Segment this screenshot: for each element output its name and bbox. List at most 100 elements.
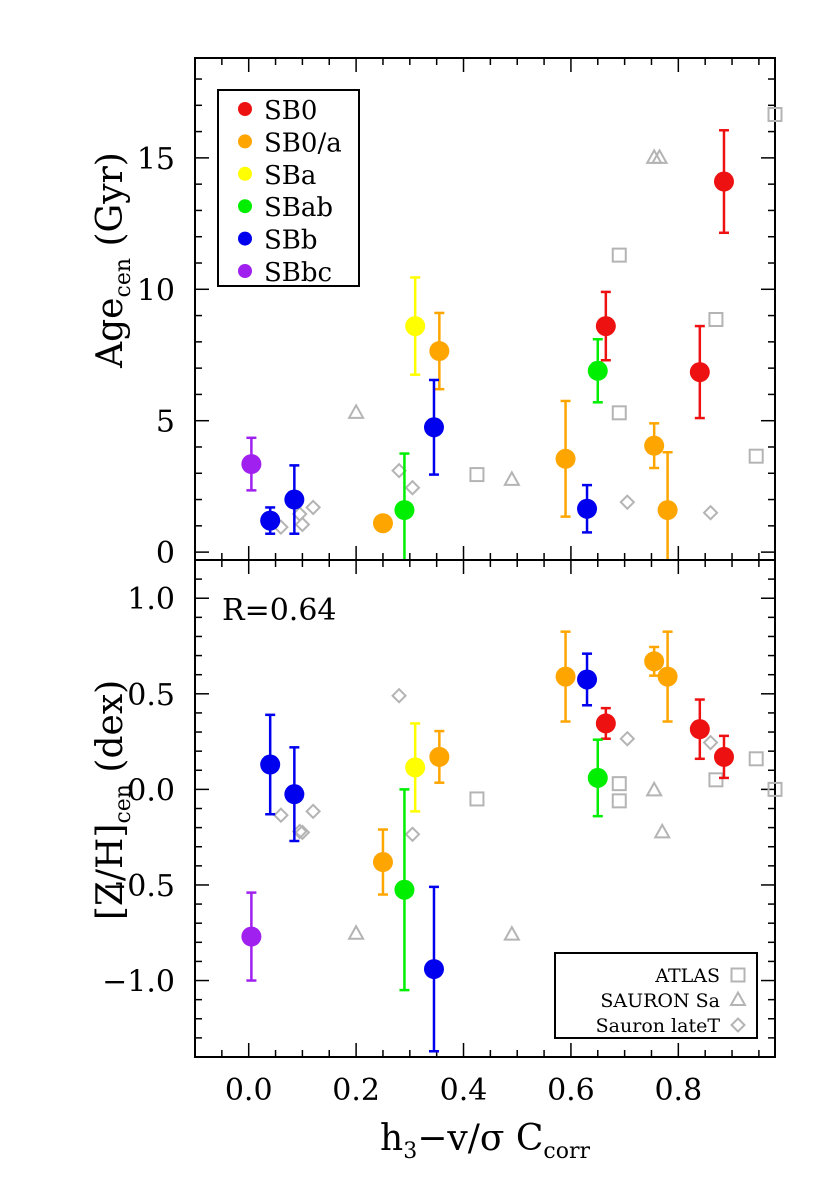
- legend-marker: [238, 199, 252, 214]
- sauron-latet-diamond: [294, 516, 311, 533]
- data-point: [587, 767, 608, 788]
- sauron-latet-diamond: [619, 494, 636, 511]
- legend-box: [554, 952, 758, 1039]
- legend-triangle-marker: [729, 990, 747, 1006]
- atlas-square: [611, 776, 627, 792]
- sauron-latet-diamond: [404, 479, 421, 496]
- legend-label: SB0/a: [264, 128, 342, 158]
- sauron-latet-diamond: [305, 803, 322, 820]
- data-point: [713, 171, 734, 192]
- y-axis-title-age: Agecen (Gyr): [90, 152, 136, 369]
- data-point: [555, 448, 576, 469]
- legend-label: SBbc: [264, 258, 332, 288]
- sauron-sa-triangle: [503, 925, 521, 941]
- y-tick-label: 5: [156, 405, 175, 440]
- data-point: [429, 341, 450, 362]
- data-point: [577, 498, 598, 519]
- data-point: [644, 435, 665, 456]
- data-point: [260, 510, 281, 531]
- atlas-square: [767, 107, 783, 123]
- legend-label: SBab: [264, 193, 333, 223]
- data-point: [423, 959, 444, 980]
- data-point: [644, 651, 665, 672]
- atlas-square: [611, 793, 627, 809]
- data-point: [429, 746, 450, 767]
- data-point: [423, 417, 444, 438]
- atlas-square: [748, 751, 764, 767]
- x-tick-label: 0.0: [225, 1073, 273, 1108]
- legend-marker: [238, 166, 252, 181]
- y-axis-title-metallicity: [Z/H]cen (dex): [90, 680, 136, 920]
- data-point: [577, 669, 598, 690]
- atlas-square: [708, 772, 724, 788]
- data-point: [241, 926, 262, 947]
- sauron-latet-diamond: [404, 826, 421, 843]
- correlation-annotation: R=0.64: [222, 593, 337, 628]
- legend-label: SB0: [264, 96, 317, 126]
- data-point: [657, 500, 678, 521]
- sauron-latet-diamond: [273, 807, 289, 824]
- legend-marker: [238, 102, 252, 116]
- legend-marker: [238, 231, 252, 246]
- sauron-sa-triangle: [347, 403, 365, 419]
- atlas-square: [748, 448, 764, 464]
- atlas-square: [767, 781, 783, 797]
- data-point: [405, 316, 426, 337]
- data-point: [689, 362, 710, 383]
- reference-legend: ATLAS SAURON Sa Sauron lateT: [554, 952, 758, 1039]
- y-tick-label: 0: [156, 536, 175, 571]
- legend-marker: [238, 264, 252, 278]
- x-axis-title: h3−v/σ Ccorr: [380, 1118, 590, 1164]
- sauron-latet-diamond: [702, 504, 719, 521]
- y-tick-label: 1.0: [127, 582, 175, 617]
- legend-label: ATLAS: [654, 965, 720, 987]
- y-tick-label: 15: [137, 142, 175, 177]
- sauron-latet-diamond: [619, 730, 636, 747]
- sauron-latet-diamond: [391, 687, 407, 704]
- sauron-sa-triangle: [503, 470, 521, 486]
- legend-label: SBa: [264, 161, 316, 191]
- atlas-square: [611, 405, 627, 421]
- x-tick-label: 0.8: [654, 1073, 702, 1108]
- data-point: [284, 489, 305, 510]
- y-tick-label: −1.0: [102, 965, 175, 1000]
- data-point: [555, 666, 576, 687]
- data-point: [394, 879, 415, 900]
- legend-box: [217, 89, 360, 287]
- data-point: [587, 360, 608, 381]
- y-tick-label: 0.5: [127, 678, 175, 713]
- sauron-sa-triangle: [645, 780, 663, 797]
- data-point: [394, 500, 415, 521]
- data-point: [595, 316, 616, 337]
- legend-label: SBb: [264, 226, 318, 256]
- sauron-latet-diamond: [305, 499, 322, 516]
- legend-square-marker: [730, 967, 746, 983]
- data-point: [372, 513, 393, 534]
- data-point: [284, 784, 305, 805]
- x-tick-label: 0.2: [332, 1073, 380, 1108]
- data-point: [260, 754, 281, 775]
- legend-label: Sauron lateT: [596, 1015, 721, 1037]
- data-point: [713, 746, 734, 767]
- data-point: [372, 852, 393, 873]
- y-tick-label: 10: [137, 273, 175, 308]
- data-point: [689, 719, 710, 740]
- legend-diamond-marker: [730, 1017, 746, 1033]
- legend-marker: [238, 134, 252, 149]
- data-point: [657, 666, 678, 687]
- atlas-square: [611, 247, 627, 263]
- atlas-square: [708, 312, 724, 328]
- sauron-latet-diamond: [294, 824, 311, 841]
- sauron-sa-triangle: [650, 148, 669, 164]
- sauron-latet-diamond: [702, 734, 719, 751]
- data-point: [241, 454, 262, 475]
- legend-label: SAURON Sa: [600, 990, 720, 1012]
- data-point: [405, 757, 426, 778]
- x-tick-label: 0.6: [547, 1073, 595, 1108]
- y-tick-label: 0.0: [127, 773, 175, 808]
- y-tick-label: −0.5: [102, 869, 175, 904]
